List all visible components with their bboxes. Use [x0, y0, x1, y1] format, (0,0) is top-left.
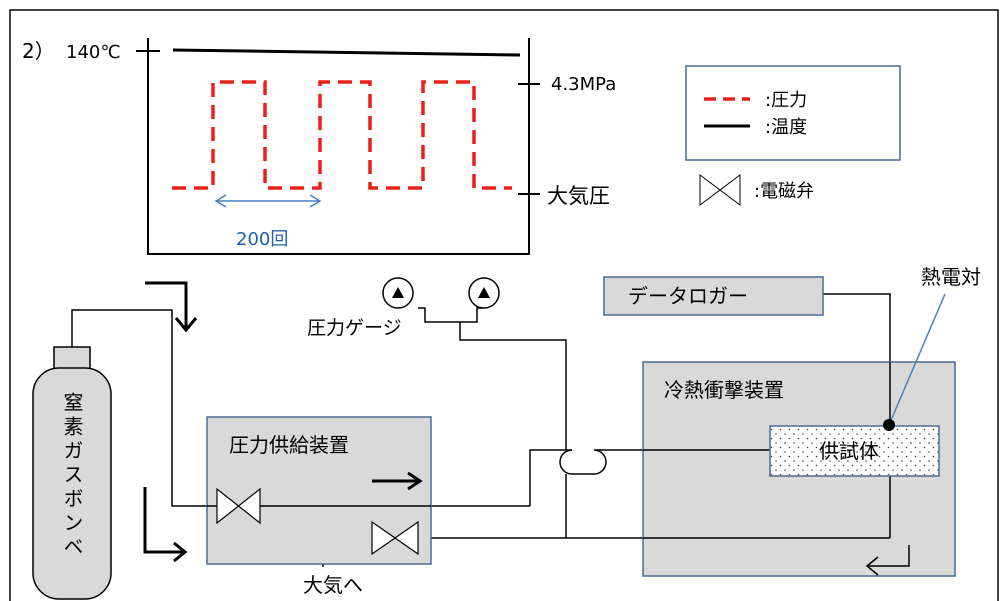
data-logger: データロガー [603, 276, 824, 316]
specimen-label: 供試体 [819, 439, 879, 463]
pressure-gauge-label: 圧力ゲージ [307, 317, 402, 339]
flow-arrow-left [143, 487, 188, 563]
pressure-high-label: 4.3MPa [551, 74, 616, 95]
vent-valve-icon [371, 520, 419, 556]
cylinder-valve [53, 346, 91, 370]
legend-temp-label: :温度 [765, 117, 807, 138]
legend: :圧力 :温度 :電磁弁 [685, 65, 901, 206]
pressure-line [172, 80, 512, 190]
temp-label: 140℃ [66, 42, 121, 63]
legend-valve-label: :電磁弁 [754, 181, 814, 202]
pressure-supply-label: 圧力供給装置 [229, 433, 349, 457]
cycle-arrow [214, 194, 322, 208]
legend-pressure-label: :圧力 [765, 90, 807, 111]
cylinder-body [32, 367, 112, 600]
pressure-low-label: 大気圧 [547, 184, 610, 208]
graph-axes [147, 38, 530, 255]
pressure-gauges: 圧力ゲージ [307, 277, 500, 339]
shock-device-label: 冷熱衝撃装置 [664, 378, 784, 402]
legend-box [685, 65, 901, 161]
supply-valve-icon [216, 487, 261, 525]
specimen-box [769, 425, 940, 477]
pressure-supply-unit: 圧力供給装置 [206, 416, 432, 565]
data-logger-label: データロガー [628, 284, 748, 308]
thermocouple-label: 熱電対 [921, 265, 981, 289]
outer-frame [9, 9, 999, 601]
cycle-count-label: 200回 [236, 229, 288, 250]
flow-arrow-top [145, 281, 198, 333]
figure-number: 2） [22, 39, 55, 63]
return-flow-arrow [865, 545, 910, 576]
cycle-graph: 140℃ 4.3MPa 大気圧 200回 [66, 38, 616, 255]
thermocouple-callout [888, 293, 946, 426]
cylinder-label: 窒素ガスボンベ [60, 392, 84, 560]
shock-device: 冷熱衝撃装置 供試体 [642, 293, 956, 577]
to-atmosphere-label: 大気へ [303, 573, 363, 597]
legend-valve-icon [699, 174, 741, 206]
data-logger-box [603, 276, 824, 316]
temperature-line [172, 48, 521, 57]
nitrogen-cylinder: 窒素ガスボンベ [32, 346, 112, 600]
thermocouple-junction-icon [883, 419, 895, 431]
supply-flow-arrow [372, 471, 423, 491]
